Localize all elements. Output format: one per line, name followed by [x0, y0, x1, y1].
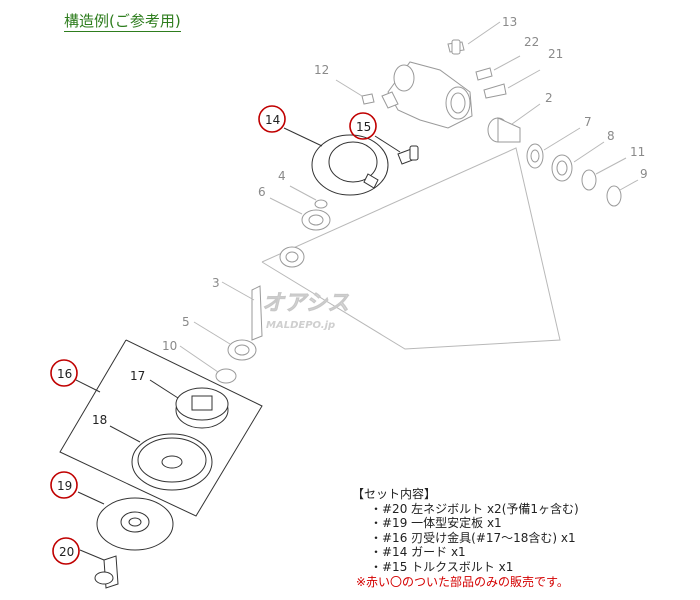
set-item-19: ・#19 一体型安定板 x1 — [370, 516, 502, 531]
part-4-washer — [314, 199, 328, 209]
callout-21: 21 — [548, 47, 563, 61]
highlight-ring-15 — [349, 112, 377, 140]
part-22-screw — [475, 67, 493, 81]
assembly-outline — [261, 147, 561, 350]
part-12-screw — [361, 93, 375, 105]
sales-note: ※赤い〇のついた部品のみの販売です。 — [356, 574, 569, 589]
set-item-14: ・#14 ガード x1 — [370, 545, 466, 560]
highlight-ring-16 — [50, 359, 78, 387]
callout-7: 7 — [584, 115, 592, 129]
set-item-20: ・#20 左ネジボルト x2(予備1ヶ含む) — [370, 501, 579, 516]
callout-4: 4 — [278, 169, 286, 183]
part-10-snap-ring — [215, 368, 237, 384]
gear-housing — [381, 61, 473, 129]
spline-hub — [279, 246, 305, 268]
callout-15: 15 — [356, 120, 371, 134]
set-item-15: ・#15 トルクスボルト x1 — [370, 559, 514, 574]
watermark-site: MALDEPO.jp — [266, 320, 335, 331]
part-16-assembly-box — [59, 339, 263, 517]
part-17-holder — [175, 387, 229, 429]
part-5-bearing — [227, 339, 257, 361]
part-21-bolt — [483, 83, 507, 99]
part-3-shaft — [251, 285, 263, 341]
callout-16: 16 — [57, 367, 72, 381]
callout-2: 2 — [545, 91, 553, 105]
callout-5: 5 — [182, 315, 190, 329]
watermark-logo: オアシス — [262, 291, 349, 316]
part-7-bearing — [526, 143, 544, 169]
highlight-ring-20 — [52, 537, 80, 565]
set-contents-title: 【セット内容】 — [352, 487, 437, 501]
part-11-snap-ring — [581, 169, 597, 191]
callout-17: 17 — [130, 369, 145, 383]
callout-6: 6 — [258, 185, 266, 199]
part-18-disc — [131, 433, 213, 491]
part-15-torx-bolt — [397, 145, 419, 165]
part-8-bearing — [551, 154, 573, 182]
part-13-bolt — [447, 39, 465, 55]
part-6-bearing — [301, 209, 331, 231]
part-9-snap-ring — [606, 185, 622, 207]
highlight-ring-19 — [50, 471, 78, 499]
part-20-left-bolt — [94, 555, 119, 589]
callout-18: 18 — [92, 413, 107, 427]
part-19-stabilizer-plate — [96, 497, 174, 551]
highlight-ring-14 — [258, 105, 286, 133]
set-contents: 【セット内容】 ・#20 左ネジボルト x2(予備1ヶ含む) ・#19 一体型安… — [352, 487, 672, 589]
part-2-gear-shaft — [487, 117, 521, 143]
part-14-guard — [311, 134, 389, 196]
callout-19: 19 — [57, 479, 72, 493]
callout-13: 13 — [502, 15, 517, 29]
callout-9: 9 — [640, 167, 648, 181]
callout-22: 22 — [524, 35, 539, 49]
callout-12: 12 — [314, 63, 329, 77]
callout-8: 8 — [607, 129, 615, 143]
callout-3: 3 — [212, 276, 220, 290]
callout-11: 11 — [630, 145, 645, 159]
page-title: 構造例(ご参考用) — [64, 12, 181, 32]
callout-14: 14 — [265, 113, 280, 127]
callout-10: 10 — [162, 339, 177, 353]
callout-20: 20 — [59, 545, 74, 559]
set-item-16: ・#16 刃受け金具(#17〜18含む) x1 — [370, 530, 576, 545]
